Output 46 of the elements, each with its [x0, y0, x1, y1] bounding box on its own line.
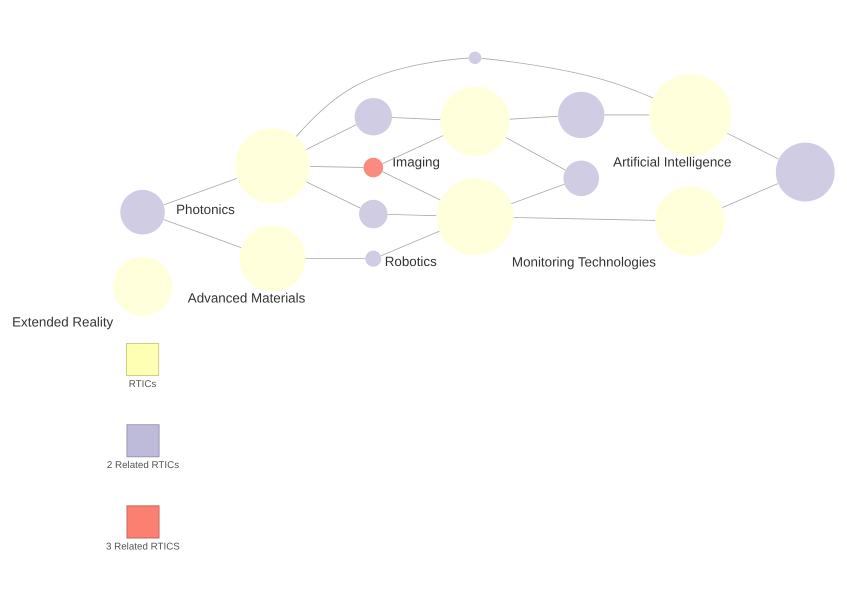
node-label: Extended Reality	[12, 314, 114, 329]
node-circle	[363, 157, 384, 177]
node-circle	[655, 186, 725, 256]
connector	[392, 116, 441, 120]
legend-label: 3 Related RTICS	[106, 540, 180, 552]
connector	[306, 180, 360, 208]
connector	[722, 182, 778, 208]
connector	[382, 134, 444, 164]
legend-label: 2 Related RTICs	[106, 460, 180, 471]
node-circle	[359, 199, 388, 228]
node-label: Advanced Materials	[188, 290, 306, 305]
node-circle	[365, 250, 382, 266]
connector	[310, 166, 364, 168]
connector	[726, 132, 779, 159]
node-circle	[113, 256, 172, 316]
connector	[481, 57, 654, 98]
node-circle	[776, 142, 835, 202]
connector	[305, 258, 366, 259]
connector	[513, 216, 656, 220]
connector	[382, 170, 441, 200]
node-label: Monitoring Technologies	[512, 254, 656, 270]
connector	[163, 177, 238, 205]
node-label: Imaging	[392, 154, 440, 170]
node-label: Photonics	[176, 202, 235, 217]
connector	[509, 115, 558, 120]
connector	[163, 218, 242, 248]
connector	[510, 183, 565, 204]
node-circle	[239, 225, 306, 292]
connector	[380, 230, 440, 256]
connector	[306, 124, 357, 150]
legend-label: RTICs	[128, 378, 156, 390]
node-circle	[563, 160, 600, 196]
node-circle	[649, 73, 732, 156]
connector	[387, 213, 437, 216]
connector	[296, 57, 470, 136]
node-label: Robotics	[384, 253, 437, 268]
connector	[604, 114, 650, 115]
connector	[505, 136, 566, 170]
node-circle	[120, 189, 165, 234]
node-circle	[468, 51, 482, 64]
node-circle	[440, 86, 510, 156]
node-circle	[558, 91, 604, 138]
node-circle	[234, 128, 310, 203]
node-circle	[354, 97, 392, 135]
node-circle	[436, 178, 514, 255]
node-label: Artificial Intelligence	[613, 154, 732, 170]
